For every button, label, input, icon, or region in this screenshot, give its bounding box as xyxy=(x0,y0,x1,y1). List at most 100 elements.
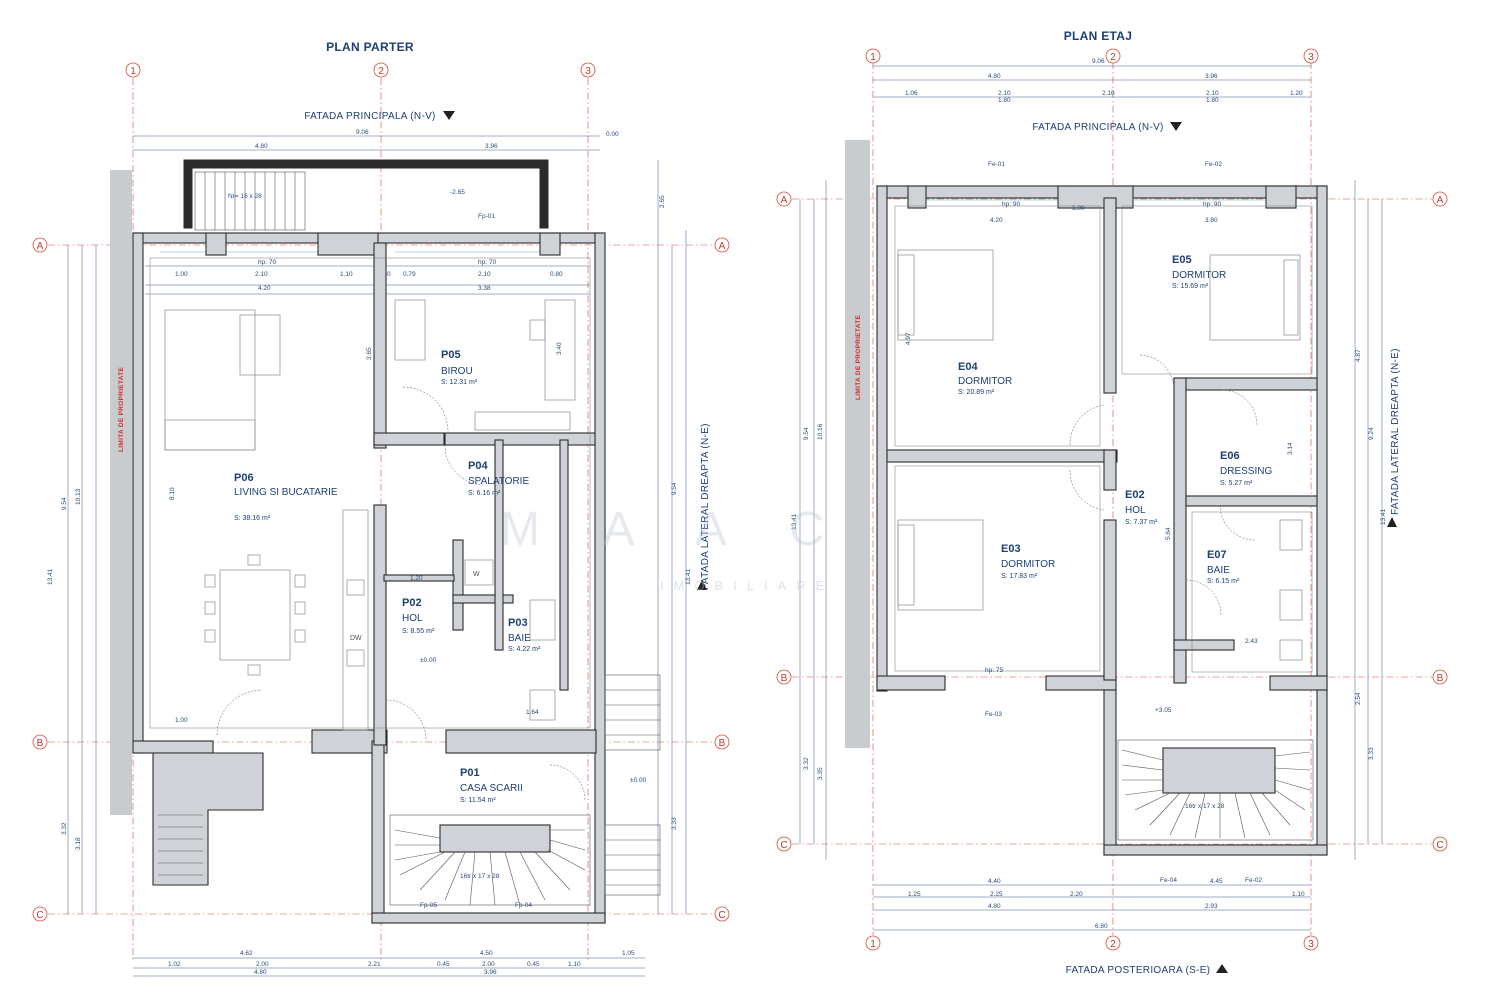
svg-text:8.10: 8.10 xyxy=(169,487,176,500)
svg-text:1.20: 1.20 xyxy=(410,575,423,582)
svg-text:LIVING SI BUCATARIE: LIVING SI BUCATARIE xyxy=(234,487,338,498)
svg-text:P03: P03 xyxy=(508,617,528,629)
svg-text:B: B xyxy=(1437,673,1444,684)
svg-text:4.20: 4.20 xyxy=(258,285,271,292)
svg-text:0.79: 0.79 xyxy=(403,271,416,278)
svg-text:4.80: 4.80 xyxy=(988,73,1001,80)
upper-facade-main: FATADA PRINCIPALA (N-V) xyxy=(1032,122,1163,133)
svg-text:S: 6.15 m²: S: 6.15 m² xyxy=(1207,578,1240,585)
svg-text:2.65: 2.65 xyxy=(659,195,666,208)
ground-facade-right: FATADA LATERAL DREAPTA (N-E) xyxy=(700,423,711,590)
svg-text:1: 1 xyxy=(130,66,136,77)
svg-text:9.54: 9.54 xyxy=(671,482,678,495)
svg-text:0.80: 0.80 xyxy=(550,271,563,278)
upper-axis-bubble-C-left: C xyxy=(776,836,792,852)
facade-marker-icon xyxy=(443,111,455,120)
svg-text:S: 6.16 m²: S: 6.16 m² xyxy=(468,490,501,497)
svg-text:3.32: 3.32 xyxy=(61,822,68,835)
svg-text:0.45: 0.45 xyxy=(527,961,540,968)
svg-text:4.87: 4.87 xyxy=(1355,349,1362,362)
svg-text:2.54: 2.54 xyxy=(1355,692,1362,705)
upper-facade-right: FATADA LATERAL DREAPTA (N-E) xyxy=(1390,348,1401,515)
svg-text:Fe-03: Fe-03 xyxy=(985,711,1002,718)
svg-text:3.32: 3.32 xyxy=(803,757,810,770)
svg-text:3: 3 xyxy=(1308,939,1314,950)
svg-text:Fe-01: Fe-01 xyxy=(988,161,1005,168)
svg-text:16tr x 17 x 28: 16tr x 17 x 28 xyxy=(1185,803,1225,810)
svg-text:1.25: 1.25 xyxy=(908,891,921,898)
svg-text:1.20: 1.20 xyxy=(1290,90,1303,97)
svg-text:C: C xyxy=(718,910,725,921)
svg-text:S: 5.27 m²: S: 5.27 m² xyxy=(1220,480,1253,487)
svg-text:0.45: 0.45 xyxy=(437,961,450,968)
svg-text:hp: 70: hp: 70 xyxy=(258,259,276,266)
svg-text:DORMITOR: DORMITOR xyxy=(1001,559,1055,570)
svg-text:13.41: 13.41 xyxy=(1380,508,1387,525)
washer-label: W xyxy=(473,571,480,578)
upper-axis-bubble-C-right: C xyxy=(1432,836,1448,852)
svg-text:6.80: 6.80 xyxy=(1095,923,1108,930)
svg-text:P04: P04 xyxy=(468,460,488,472)
svg-text:BAIE: BAIE xyxy=(1207,565,1230,576)
svg-text:1.10: 1.10 xyxy=(568,961,581,968)
svg-text:S: 17.83 m²: S: 17.83 m² xyxy=(1001,573,1038,580)
svg-text:4.80: 4.80 xyxy=(254,969,267,976)
svg-text:4.62: 4.62 xyxy=(240,950,253,957)
upper-axis-bubble-2-top: 2 xyxy=(1105,48,1121,64)
svg-text:2.20: 2.20 xyxy=(1070,891,1083,898)
svg-text:hp: 90: hp: 90 xyxy=(1002,201,1020,208)
svg-text:3.33: 3.33 xyxy=(671,817,678,830)
axis-bubble-C-left: C xyxy=(32,906,48,922)
svg-text:A: A xyxy=(781,195,788,206)
upper-facade-marker-icon xyxy=(1170,122,1182,131)
svg-text:A: A xyxy=(719,241,726,252)
svg-text:3.96: 3.96 xyxy=(484,969,497,976)
upper-floor-plan: PLAN ETAJ 1 2 3 1 2 3 A A B B C C 9.06 4… xyxy=(776,29,1448,976)
svg-text:3.65: 3.65 xyxy=(366,347,373,360)
svg-text:3.33: 3.33 xyxy=(1368,747,1375,760)
svg-text:2: 2 xyxy=(1110,52,1116,63)
svg-text:B: B xyxy=(781,673,788,684)
ground-limit-label: LIMITA DE PROPRIETATE xyxy=(118,366,125,452)
svg-text:E03: E03 xyxy=(1001,543,1021,555)
room-e02: E02 HOL S: 7.37 m² xyxy=(1125,489,1158,526)
svg-text:4.80: 4.80 xyxy=(255,143,268,150)
svg-text:5.64: 5.64 xyxy=(1165,527,1172,540)
svg-text:S: 4.22 m²: S: 4.22 m² xyxy=(508,646,541,653)
upper-axis-bubble-B-left: B xyxy=(776,669,792,685)
svg-text:Fe-02: Fe-02 xyxy=(1205,161,1222,168)
ground-facade-main: FATADA PRINCIPALA (N-V) xyxy=(304,111,435,122)
svg-text:±0.00: ±0.00 xyxy=(420,657,437,664)
svg-text:+3.05: +3.05 xyxy=(1155,707,1172,714)
svg-text:DORMITOR: DORMITOR xyxy=(958,376,1012,387)
svg-text:2.25: 2.25 xyxy=(990,891,1003,898)
svg-text:hp: 70: hp: 70 xyxy=(478,259,496,266)
svg-text:-2.65: -2.65 xyxy=(450,189,465,196)
svg-text:3.38: 3.38 xyxy=(478,285,491,292)
facade-right-marker-icon xyxy=(697,580,707,590)
svg-text:C: C xyxy=(1436,840,1443,851)
svg-text:9.24: 9.24 xyxy=(1368,427,1375,440)
svg-text:2.21: 2.21 xyxy=(368,961,381,968)
svg-text:BIROU: BIROU xyxy=(441,366,473,377)
svg-text:3.18: 3.18 xyxy=(75,837,82,850)
svg-text:2.43: 2.43 xyxy=(1245,638,1258,645)
svg-text:2: 2 xyxy=(1110,939,1116,950)
axis-bubble-B-right: B xyxy=(714,734,730,750)
svg-text:1.80: 1.80 xyxy=(998,97,1011,104)
svg-text:10.13: 10.13 xyxy=(75,488,82,505)
axis-bubble-C-right: C xyxy=(714,906,730,922)
upper-axis-bubble-1-bottom: 1 xyxy=(865,935,881,951)
axis-bubble-3: 3 xyxy=(580,62,596,78)
svg-text:S: 38.16 m²: S: 38.16 m² xyxy=(234,515,271,522)
svg-text:DORMITOR: DORMITOR xyxy=(1172,270,1226,281)
svg-text:2.10: 2.10 xyxy=(1102,90,1115,97)
upper-facade-rear-marker-icon xyxy=(1216,964,1228,973)
axis-bubble-1: 1 xyxy=(125,62,141,78)
svg-text:13.41: 13.41 xyxy=(685,568,692,585)
svg-text:C: C xyxy=(780,840,787,851)
svg-text:S: 15.69 m²: S: 15.69 m² xyxy=(1172,283,1209,290)
svg-text:1.02: 1.02 xyxy=(168,961,181,968)
svg-text:2.93: 2.93 xyxy=(1205,903,1218,910)
